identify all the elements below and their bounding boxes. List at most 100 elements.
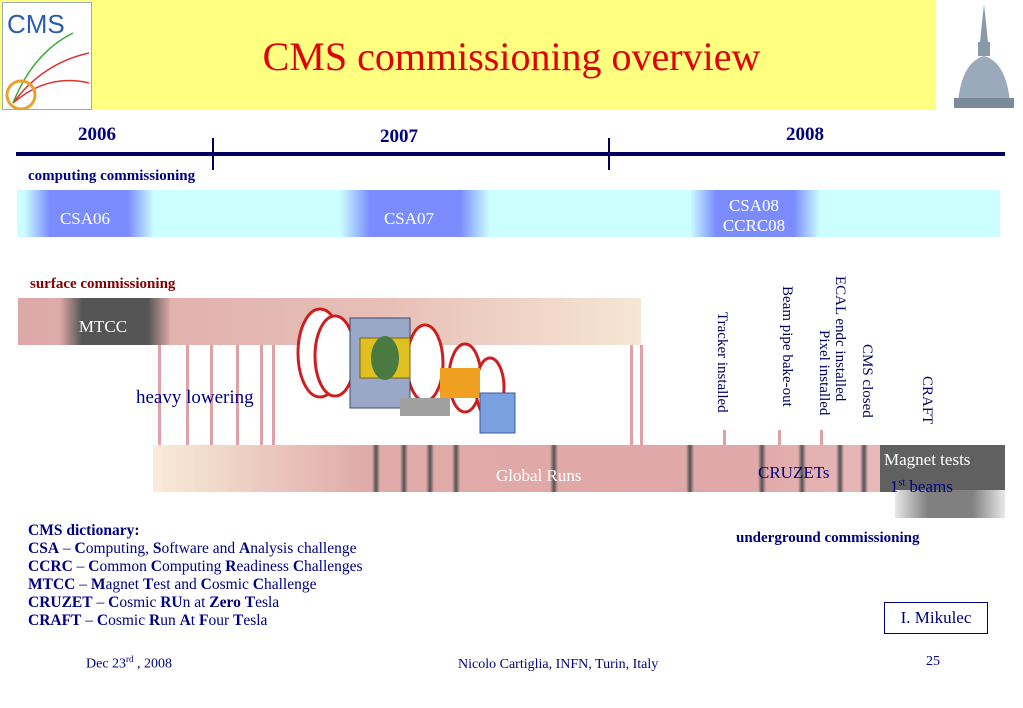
dictionary-initial: C [74, 540, 86, 557]
csa08-block [690, 190, 820, 237]
milestone-cms-closed: CMS closed [859, 344, 875, 418]
dictionary-line: MTCC – Magnet Test and Cosmic Challenge [28, 576, 317, 593]
pillar [186, 345, 189, 445]
global-runs-label: Global Runs [496, 466, 582, 485]
csa06-label: CSA06 [59, 209, 111, 228]
dictionary-initial: A [179, 612, 191, 629]
dictionary-initial: S [152, 540, 162, 557]
cms-logo-text: CMS [7, 9, 65, 39]
dictionary-initial: C [88, 558, 100, 575]
csa07-block [340, 190, 490, 237]
dictionary-initial: T [244, 594, 256, 611]
global-run-stripe [452, 445, 460, 492]
global-run-stripe [400, 445, 408, 492]
pillar [236, 345, 239, 445]
mtcc-block [60, 298, 170, 345]
cms-logo: CMS [2, 2, 92, 110]
milestone-ecal-endc: ECAL endc installed [832, 276, 848, 402]
year-2008: 2008 [786, 124, 824, 145]
dictionary-initial: C [108, 594, 120, 611]
dictionary-initial: M [90, 576, 106, 593]
global-run-stripe [550, 445, 558, 492]
milestone-beam-pipe-bakeout: Beam pipe bake-out [779, 286, 795, 407]
footer-date-post: , 2008 [133, 656, 173, 672]
dictionary-initial: Zero [209, 594, 241, 611]
heavy-lowering-label: heavy lowering [136, 387, 254, 408]
global-run-stripe [860, 445, 868, 492]
first-beams-label: 1st beams [890, 477, 953, 497]
underground-commissioning-label: underground commissioning [736, 530, 920, 546]
cruzets-label: CRUZETs [758, 463, 830, 482]
timeline-axis [16, 152, 1005, 156]
pillar [778, 430, 781, 445]
dictionary-initial: R [149, 612, 161, 629]
cms-detector-image [296, 307, 516, 434]
pillar [158, 345, 161, 445]
csa08-line: CSA08 [728, 196, 780, 215]
dictionary-lines: CSA – Computing, Software and Analysis c… [28, 540, 363, 630]
dictionary-initial: F [198, 612, 209, 629]
page-title: CMS commissioning overview [262, 34, 761, 79]
dictionary-line: CRUZET – Cosmic RUn at Zero Tesla [28, 594, 280, 611]
computing-band [17, 190, 1000, 237]
pillar [630, 345, 633, 445]
dictionary-initial: C [252, 576, 264, 593]
year-2006: 2006 [78, 124, 116, 145]
csa07-label: CSA07 [383, 209, 435, 228]
dictionary-initial: C [96, 612, 109, 629]
global-run-stripe [758, 445, 766, 492]
first-beams-sup: st [898, 477, 906, 489]
dictionary-abbr: CRUZET [28, 594, 93, 611]
magnet-tests-label: Magnet tests [884, 450, 971, 469]
dictionary-initial: T [142, 576, 154, 593]
pillar [260, 345, 263, 445]
timeline-tick [608, 138, 610, 170]
dictionary-abbr: CRAFT [28, 612, 82, 629]
pillar [820, 430, 823, 445]
dictionary-abbr: CCRC [28, 558, 73, 575]
pillar [210, 345, 213, 445]
first-beams-number: 1 [890, 477, 899, 496]
dictionary-initial: C [292, 558, 305, 575]
year-2007: 2007 [380, 126, 418, 147]
footer-date: Dec 23rd , 2008 [86, 654, 172, 673]
pillar [640, 345, 643, 445]
footer-center: Nicolo Cartiglia, INFN, Turin, Italy [458, 657, 659, 672]
dictionary-initial: C [200, 576, 212, 593]
dictionary-initial: A [238, 540, 251, 557]
dictionary-initial: C [150, 558, 162, 575]
surface-commissioning-label: surface commissioning [30, 276, 176, 292]
pillar [723, 430, 726, 445]
pillar [272, 345, 275, 445]
page-number: 25 [926, 654, 940, 669]
dictionary-initial: RU [160, 594, 183, 611]
milestone-pixel-installed: Pixel installed [816, 330, 832, 416]
dictionary-initial: R [225, 558, 237, 575]
milestone-craft: CRAFT [919, 376, 935, 425]
first-beams-text: beams [905, 477, 953, 496]
global-run-stripe [798, 445, 806, 492]
dictionary-heading: CMS dictionary: [28, 522, 140, 539]
computing-commissioning-label: computing commissioning [28, 168, 196, 184]
cms-logo-graphic [5, 32, 90, 109]
dictionary-line: CSA – Computing, Software and Analysis c… [28, 540, 357, 557]
dictionary-line: CCRC – Common Computing Readiness Challe… [28, 558, 363, 575]
global-run-stripe [836, 445, 844, 492]
csa06-block [24, 190, 154, 237]
dictionary-abbr: MTCC [28, 576, 76, 593]
global-run-stripe [426, 445, 434, 492]
dictionary-initial: T [232, 612, 244, 629]
global-run-stripe [686, 445, 694, 492]
dictionary-abbr: CSA [28, 540, 60, 557]
title-banner [0, 0, 936, 110]
author-box: I. Mikulec [884, 602, 988, 634]
timeline-tick [212, 138, 214, 170]
first-beams-band [895, 490, 1005, 518]
global-run-stripe [372, 445, 380, 492]
mole-antonelliana-icon [954, 4, 1014, 108]
csa08-label: CSA08 CCRC08 [700, 196, 808, 236]
footer-date-pre: Dec 23 [86, 656, 127, 672]
cms-dictionary: CMS dictionary: CSA – Computing, Softwar… [28, 522, 363, 630]
magnet-tests-band [880, 445, 1005, 492]
ccrc08-line: CCRC08 [722, 216, 786, 235]
